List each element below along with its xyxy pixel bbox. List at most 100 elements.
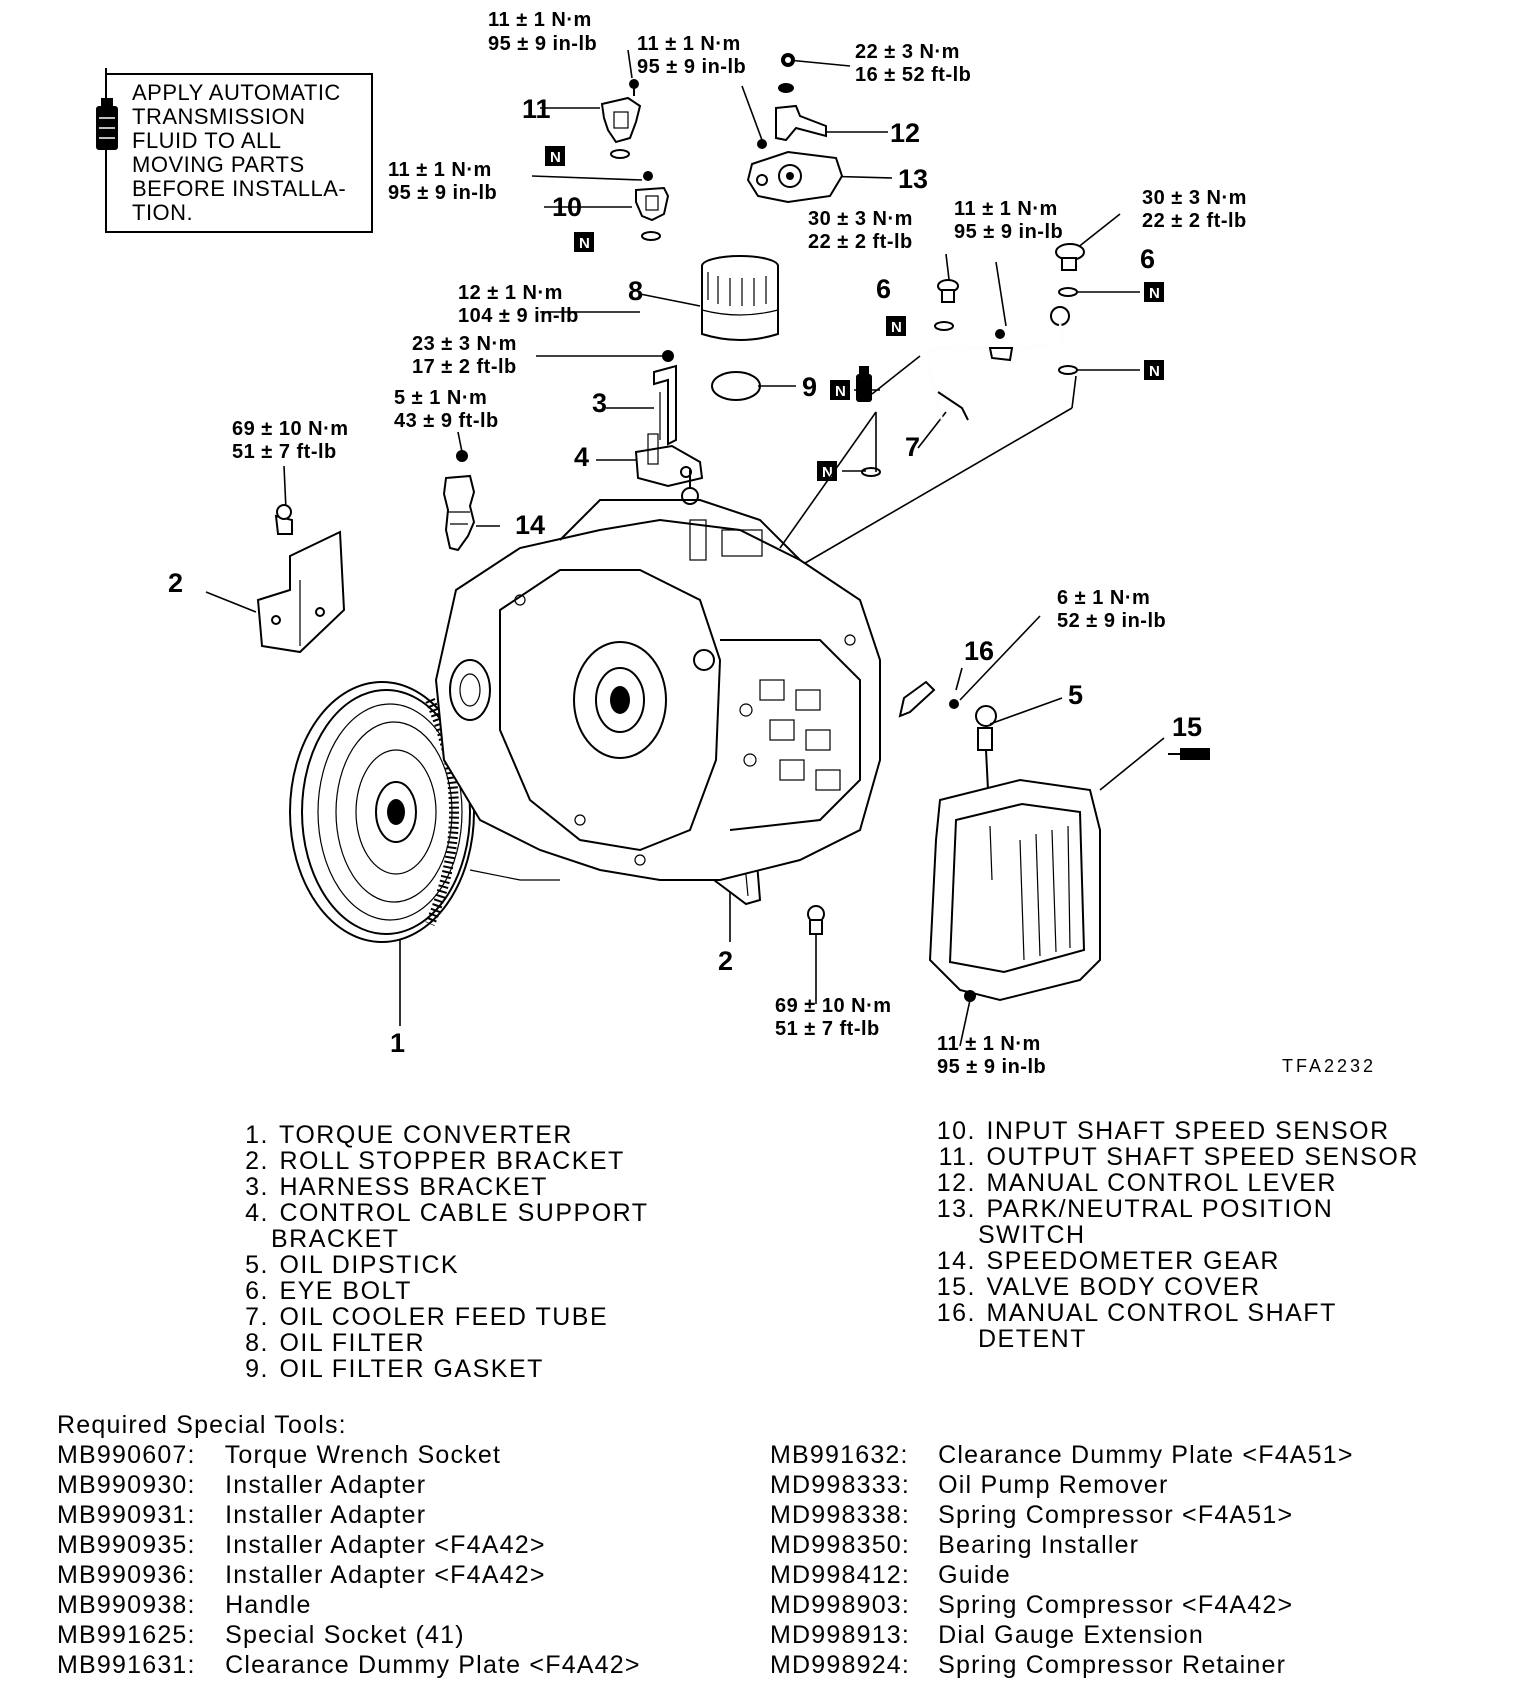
speedometer-gear	[442, 450, 476, 552]
legend-item: 1. TORQUE CONVERTER	[245, 1121, 573, 1149]
tool-item: MB990607: Torque Wrench Socket	[57, 1441, 502, 1469]
torque-label: 30 ± 3 N·m	[808, 208, 913, 230]
callout-7: 7	[905, 432, 920, 462]
legend-item: 9. OIL FILTER GASKET	[245, 1355, 544, 1383]
output-shaft-speed-sensor	[600, 79, 642, 159]
new-part-mark: N	[817, 461, 837, 481]
tools-list-left: MB990607: Torque Wrench Socket MB990930:…	[57, 1440, 641, 1680]
torque-label: 30 ± 3 N·m	[1142, 187, 1247, 209]
new-part-marks: N N N N N N N	[545, 146, 1164, 481]
tool-item: MD998333: Oil Pump Remover	[770, 1471, 1169, 1499]
new-part-mark: N	[830, 380, 850, 400]
park-neutral-position-switch	[746, 150, 844, 204]
roll-stopper-bracket	[256, 504, 346, 654]
torque-label: 23 ± 3 N·m	[412, 333, 517, 355]
note-line: MOVING PARTS	[132, 152, 305, 177]
legend-item-continued: SWITCH	[978, 1221, 1086, 1249]
torque-label: 69 ± 10 N·m	[775, 995, 892, 1017]
oil-filter-gasket	[711, 366, 872, 402]
torque-label: 22 ± 2 ft-lb	[808, 231, 913, 253]
callout-8: 8	[628, 276, 643, 306]
callout-16: 16	[964, 636, 994, 666]
new-part-mark: N	[1144, 360, 1164, 380]
parts-legend-left: 1. TORQUE CONVERTER 2. ROLL STOPPER BRAC…	[239, 1122, 649, 1382]
torque-label: 51 ± 7 ft-lb	[775, 1018, 880, 1040]
fluid-bottle-icon	[96, 98, 118, 150]
tool-item: MB990935: Installer Adapter <F4A42>	[57, 1531, 546, 1559]
torque-converter	[289, 681, 475, 943]
tool-item: MD998924: Spring Compressor Retainer	[770, 1651, 1287, 1679]
oil-cooler-feed-tube	[861, 306, 1078, 477]
tool-item: MB991631: Clearance Dummy Plate <F4A42>	[57, 1651, 641, 1679]
callout-2: 2	[168, 568, 183, 598]
manual-control-shaft-detent	[898, 680, 959, 718]
legend-item: 4. CONTROL CABLE SUPPORT	[245, 1199, 649, 1227]
fluid-note-box: APPLY AUTOMATIC TRANSMISSION FLUID TO AL…	[96, 68, 373, 233]
parts-legend-right: 10. INPUT SHAFT SPEED SENSOR 11. OUTPUT …	[932, 1118, 1419, 1352]
torque-label: 17 ± 2 ft-lb	[412, 356, 517, 378]
note-line: TRANSMISSION	[132, 104, 305, 129]
callout-12: 12	[890, 118, 920, 148]
torque-label: 11 ± 1 N·m	[488, 9, 592, 31]
tool-item: MD998903: Spring Compressor <F4A42>	[770, 1591, 1294, 1619]
legend-item: 13. PARK/NEUTRAL POSITION	[936, 1195, 1334, 1223]
torque-label: 22 ± 2 ft-lb	[1142, 210, 1247, 232]
torque-label: 11 ± 1 N·m	[388, 159, 492, 181]
callout-13: 13	[898, 164, 928, 194]
callout-2: 2	[718, 946, 733, 976]
new-part-mark: N	[1144, 282, 1164, 302]
callout-1: 1	[390, 1028, 405, 1058]
torque-label: 51 ± 7 ft-lb	[232, 441, 337, 463]
control-cable-support-bracket	[634, 433, 704, 488]
torque-label: 69 ± 10 N·m	[232, 418, 349, 440]
torque-label: 11 ± 1 N·m	[937, 1033, 1041, 1055]
manual-control-lever	[757, 53, 827, 149]
legend-item: 7. OIL COOLER FEED TUBE	[245, 1303, 609, 1331]
legend-item-continued: BRACKET	[271, 1225, 400, 1253]
note-line: APPLY AUTOMATIC	[132, 80, 341, 105]
harness-bracket	[653, 350, 677, 446]
torque-label: 104 ± 9 in-lb	[458, 305, 579, 327]
valve-body-cover	[928, 748, 1210, 1002]
svg-text:N: N	[550, 149, 561, 166]
new-part-mark: N	[886, 316, 906, 336]
torque-labels: 11 ± 1 N·m 95 ± 9 in-lb 11 ± 1 N·m 9 5 ± …	[232, 9, 1247, 1078]
torque-label: 5 ± 1 N·m	[394, 387, 487, 409]
transmission-case	[434, 470, 881, 881]
torque-label: 43 ± 9 ft-lb	[394, 410, 499, 432]
callout-5: 5	[1068, 680, 1083, 710]
svg-text:N: N	[579, 235, 590, 252]
legend-item: 6. EYE BOLT	[245, 1277, 412, 1305]
new-part-mark: N	[574, 232, 594, 252]
legend-item: 10. INPUT SHAFT SPEED SENSOR	[936, 1117, 1390, 1145]
svg-text:N: N	[835, 383, 846, 400]
tools-list-right: MB991632: Clearance Dummy Plate <F4A51> …	[770, 1440, 1354, 1680]
tool-item: MB991625: Special Socket (41)	[57, 1621, 465, 1649]
new-part-mark: N	[545, 146, 565, 166]
callout-6: 6	[1140, 244, 1155, 274]
oil-filter	[701, 255, 779, 341]
torque-label: 11 ± 1 N·m	[954, 198, 1058, 220]
svg-text:N: N	[891, 319, 902, 336]
callout-14: 14	[515, 510, 545, 540]
callout-9: 9	[802, 372, 817, 402]
note-line: BEFORE INSTALLA-	[132, 176, 346, 201]
callout-6: 6	[876, 274, 891, 304]
input-shaft-speed-sensor	[635, 171, 670, 241]
torque-label: 95 ± 9 in-lb	[637, 56, 746, 78]
legend-item: 2. ROLL STOPPER BRACKET	[245, 1147, 625, 1175]
legend-item: 3. HARNESS BRACKET	[245, 1173, 548, 1201]
drawing-code: TFA2232	[1282, 1056, 1376, 1076]
svg-text:N: N	[822, 464, 833, 481]
legend-item: 8. OIL FILTER	[245, 1329, 426, 1357]
callout-4: 4	[574, 442, 589, 472]
torque-label: 16 ± 52 ft-lb	[855, 64, 971, 86]
torque-label: 22 ± 3 N·m	[855, 41, 960, 63]
tools-title: Required Special Tools:	[57, 1411, 347, 1439]
torque-label: 11 ± 1 N·m	[637, 33, 741, 55]
callout-3: 3	[592, 388, 607, 418]
callout-15: 15	[1172, 712, 1202, 742]
legend-item: 5. OIL DIPSTICK	[245, 1251, 460, 1279]
